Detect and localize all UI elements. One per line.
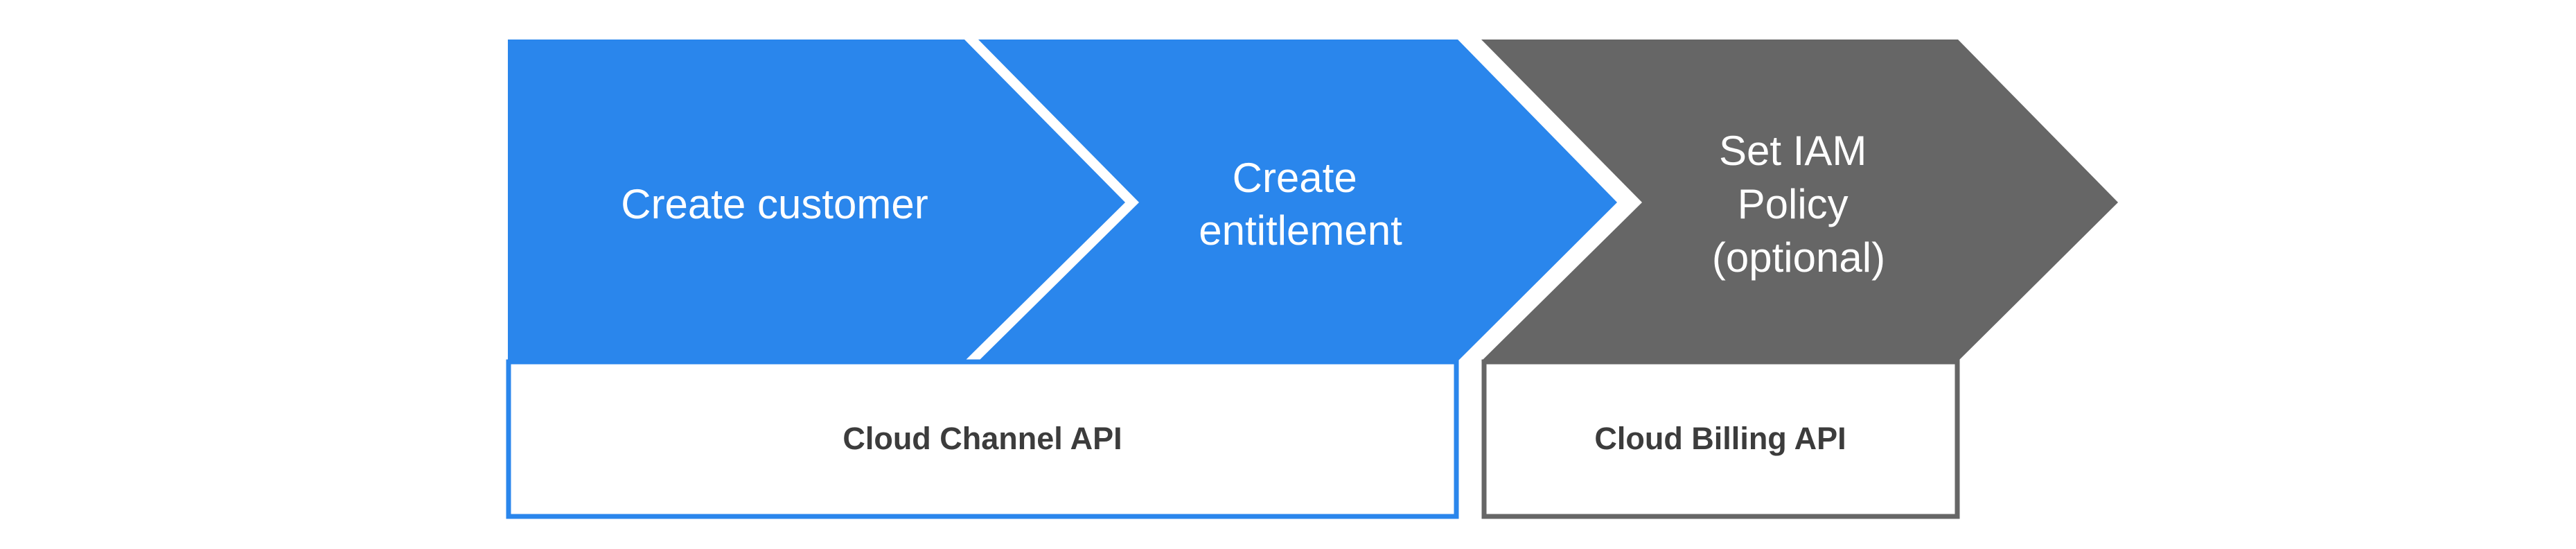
api-box-cloud-channel-label: Cloud Channel API [843, 421, 1122, 456]
step-create-entitlement: Create entitlement [978, 40, 1617, 361]
step-create-customer-label: Create customer [621, 181, 928, 227]
step-set-iam-policy-label-line2: Policy [1738, 181, 1849, 227]
step-create-entitlement-label-line2: entitlement [1199, 207, 1402, 254]
api-box-cloud-channel-frame [506, 359, 1459, 519]
step-set-iam-policy-label: Set IAM Policy (optional) [1712, 128, 1885, 281]
api-box-cloud-billing-label: Cloud Billing API [1594, 421, 1846, 456]
step-create-entitlement-label-line1: Create [1233, 155, 1357, 201]
step-create-entitlement-shape [978, 40, 1617, 361]
api-box-cloud-billing-frame [1481, 359, 1960, 519]
api-box-cloud-channel: Cloud Channel API [506, 359, 1459, 519]
api-box-cloud-billing: Cloud Billing API [1481, 359, 1960, 519]
step-set-iam-policy: Set IAM Policy (optional) [1481, 40, 2118, 361]
step-create-customer-shape [508, 40, 1125, 361]
step-create-entitlement-label: Create entitlement [1199, 155, 1402, 254]
step-set-iam-policy-label-line1: Set IAM [1719, 128, 1867, 174]
step-set-iam-policy-label-line3: (optional) [1712, 234, 1885, 281]
step-create-customer: Create customer [508, 40, 1125, 361]
step-set-iam-policy-shape [1481, 40, 2118, 361]
